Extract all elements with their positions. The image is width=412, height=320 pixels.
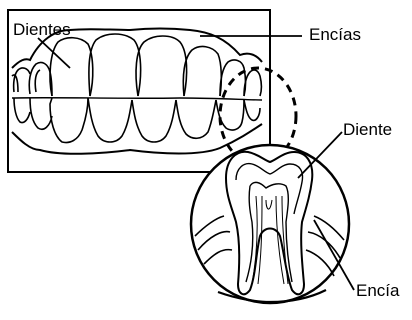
label-dientes: Dientes <box>13 21 71 38</box>
label-encia: Encía <box>356 282 399 299</box>
label-diente: Diente <box>343 121 392 138</box>
magnified-circle <box>191 145 349 303</box>
label-encias: Encías <box>309 26 361 43</box>
magnified-tooth-view <box>191 145 349 303</box>
